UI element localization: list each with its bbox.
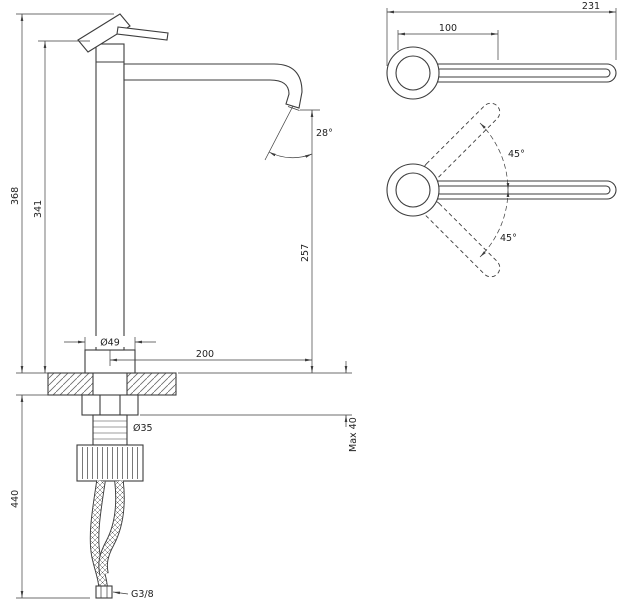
faucet-body-group <box>77 13 303 374</box>
dim-base-diameter: Ø49 <box>100 338 120 349</box>
countertop-right <box>126 372 177 396</box>
front-view-dimensions: 368 341 440 Ø49 200 257 28° Ø35 Max 40 G… <box>10 13 359 600</box>
top-lever-swing-down <box>423 200 501 278</box>
flexible-hoses <box>89 480 125 599</box>
countertop-section <box>47 372 177 396</box>
top-lever <box>429 63 617 83</box>
dim-swing-up: 45° <box>508 149 525 160</box>
top-body-inner <box>395 55 431 91</box>
label-hose-thread: G3/8 <box>131 589 154 600</box>
front-view <box>47 13 303 599</box>
dim-body-height: 341 <box>33 200 44 218</box>
top-view-swing-dimensions: 45° 45° <box>479 122 525 258</box>
mounting-nut <box>81 394 139 416</box>
dim-max-deck-thickness: Max 40 <box>348 417 359 452</box>
dim-spout-height: 257 <box>300 244 311 262</box>
faucet-handle <box>77 13 131 53</box>
mounting-hardware <box>76 394 144 482</box>
countertop-left <box>47 372 94 396</box>
dim-top-handle-length: 100 <box>439 23 457 34</box>
dim-shank-diameter: Ø35 <box>133 423 153 434</box>
faucet-body <box>95 43 125 351</box>
top-body-2-outer <box>386 163 440 217</box>
dim-top-total-length: 231 <box>582 1 600 12</box>
top-lever-2 <box>429 180 617 200</box>
top-body-2-inner <box>395 172 431 208</box>
faucet-lever <box>116 26 169 41</box>
dim-total-height: 368 <box>10 187 21 205</box>
top-view-plan-dimensions: 231 100 <box>386 1 617 66</box>
dim-swing-down: 45° <box>500 233 517 244</box>
top-view-swing <box>386 102 617 278</box>
top-body-outer <box>386 46 440 100</box>
top-view-plan <box>386 46 617 100</box>
hose-connector <box>95 585 113 599</box>
dim-spout-angle: 28° <box>316 128 333 139</box>
threaded-shank <box>92 414 128 446</box>
faucet-spout <box>123 63 303 109</box>
dim-spout-reach: 200 <box>196 349 214 360</box>
top-lever-swing-up <box>423 102 501 180</box>
dim-under-counter-height: 440 <box>10 490 21 508</box>
